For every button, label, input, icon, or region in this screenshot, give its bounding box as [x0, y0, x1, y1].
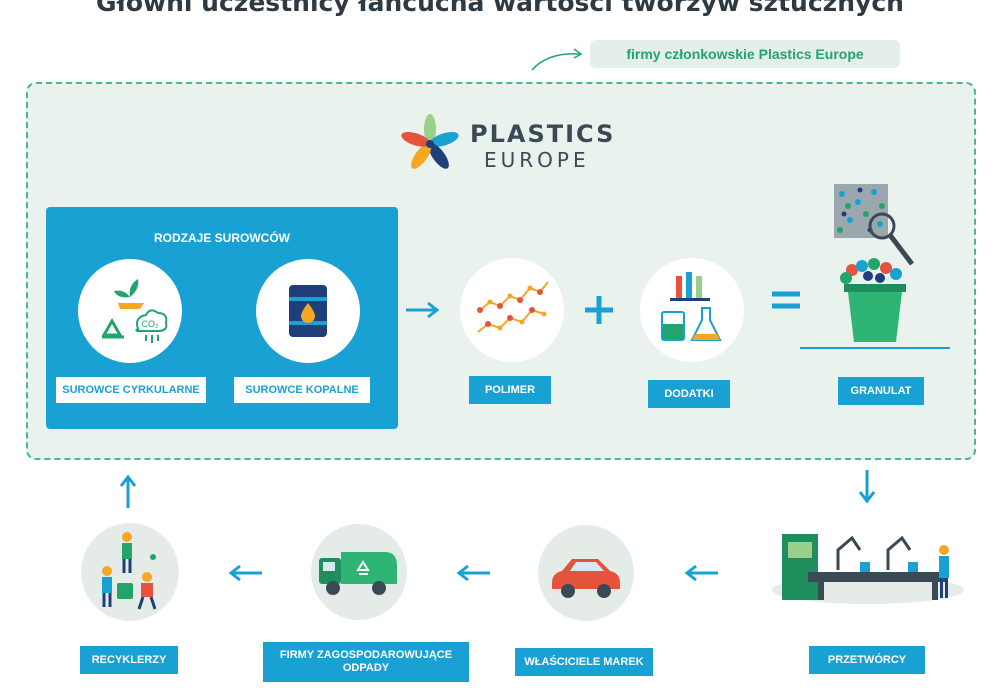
- polymer-circle: [460, 258, 564, 362]
- arrow-left-icon: [228, 564, 262, 582]
- arrow-left-icon: [456, 564, 490, 582]
- granulate-label: GRANULAT: [838, 377, 924, 405]
- factory-robots-icon: [772, 534, 964, 604]
- page-title: Główni uczestnicy łańcucha wartości twor…: [96, 0, 904, 17]
- curved-arrow-icon: [531, 48, 583, 71]
- arrow-right-icon: [406, 301, 440, 319]
- raw-materials-box: RODZAJE SUROWCÓW CO₂ SUROWCE CYRKULARNE …: [46, 207, 398, 429]
- waste-companies-circle: [311, 524, 407, 620]
- equals-icon: [772, 291, 800, 309]
- fossil-materials-circle: [256, 259, 360, 363]
- star-logo-icon: [401, 114, 459, 169]
- additives-circle: [640, 258, 744, 362]
- waste-companies-label: FIRMY ZAGOSPODAROWUJĄCE ODPADY: [263, 642, 469, 682]
- fossil-materials-label: SUROWCE KOPALNE: [234, 377, 370, 403]
- car-icon: [552, 559, 620, 598]
- polymer-chain-icon: [477, 281, 549, 333]
- brand-owners-label: WŁAŚCICIELE MAREK: [515, 648, 653, 676]
- logo-line-1: PLASTICS: [470, 120, 616, 148]
- raw-materials-title: RODZAJE SUROWCÓW: [154, 231, 290, 245]
- additives-label: DODATKI: [648, 380, 730, 408]
- recyclers-circle: [81, 523, 179, 621]
- recycle-sprout-co2-icon: CO₂: [101, 279, 168, 343]
- lab-flasks-icon: [661, 272, 722, 341]
- garbage-truck-icon: [319, 552, 397, 595]
- oil-barrel-icon: [289, 285, 327, 337]
- co2-label: CO₂: [142, 319, 160, 329]
- recyclers-label: RECYKLERZY: [80, 646, 178, 674]
- granulate-bin-icon: [800, 184, 950, 349]
- circular-materials-circle: CO₂: [78, 259, 182, 363]
- brand-owners-circle: [538, 525, 634, 621]
- plastics-europe-logo: PLASTICS EUROPE: [400, 114, 613, 174]
- arrow-down-icon: [858, 470, 876, 504]
- plus-icon: [585, 296, 613, 324]
- logo-line-2: EUROPE: [484, 148, 590, 172]
- recycling-people-icon: [102, 532, 157, 610]
- arrow-up-icon: [119, 474, 137, 508]
- polymer-label: POLIMER: [469, 376, 551, 404]
- arrow-left-icon: [684, 564, 718, 582]
- circular-materials-label: SUROWCE CYRKULARNE: [56, 377, 206, 403]
- member-note-badge: firmy członkowskie Plastics Europe: [590, 40, 900, 68]
- processors-label: PRZETWÓRCY: [809, 646, 925, 674]
